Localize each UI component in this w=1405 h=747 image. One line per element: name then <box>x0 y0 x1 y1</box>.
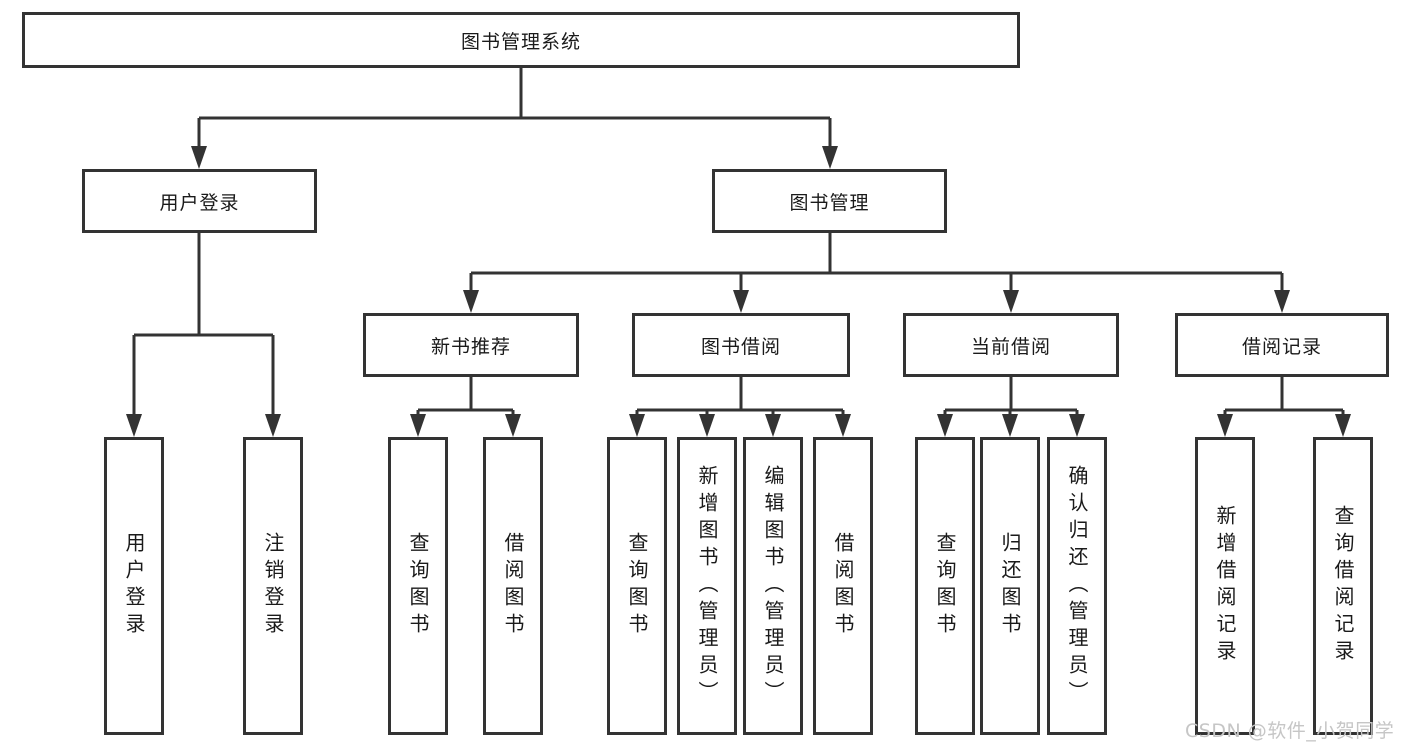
leaf-logout: 注销登录 <box>243 437 303 735</box>
leaf-borrow-books-recommend: 借阅图书 <box>483 437 543 735</box>
node-user-login: 用户登录 <box>82 169 317 233</box>
node-book-borrow: 图书借阅 <box>632 313 850 377</box>
leaf-user-login: 用户登录 <box>104 437 164 735</box>
leaf-add-books-admin: 新增图书（管理员） <box>677 437 737 735</box>
node-current-borrow: 当前借阅 <box>903 313 1119 377</box>
node-root: 图书管理系统 <box>22 12 1020 68</box>
leaf-query-borrow-record: 查询借阅记录 <box>1313 437 1373 735</box>
leaf-query-books-current: 查询图书 <box>915 437 975 735</box>
node-new-book-recommend: 新书推荐 <box>363 313 579 377</box>
leaf-query-books-recommend: 查询图书 <box>388 437 448 735</box>
arrowheads <box>126 146 1351 437</box>
watermark: CSDN @软件_小贺同学 <box>1185 720 1395 742</box>
leaf-return-books: 归还图书 <box>980 437 1040 735</box>
leaf-edit-books-admin: 编辑图书（管理员） <box>743 437 803 735</box>
node-borrow-records: 借阅记录 <box>1175 313 1389 377</box>
node-book-management: 图书管理 <box>712 169 947 233</box>
leaf-query-books-borrow: 查询图书 <box>607 437 667 735</box>
leaf-borrow-books: 借阅图书 <box>813 437 873 735</box>
leaf-confirm-return-admin: 确认归还（管理员） <box>1047 437 1107 735</box>
leaf-add-borrow-record: 新增借阅记录 <box>1195 437 1255 735</box>
